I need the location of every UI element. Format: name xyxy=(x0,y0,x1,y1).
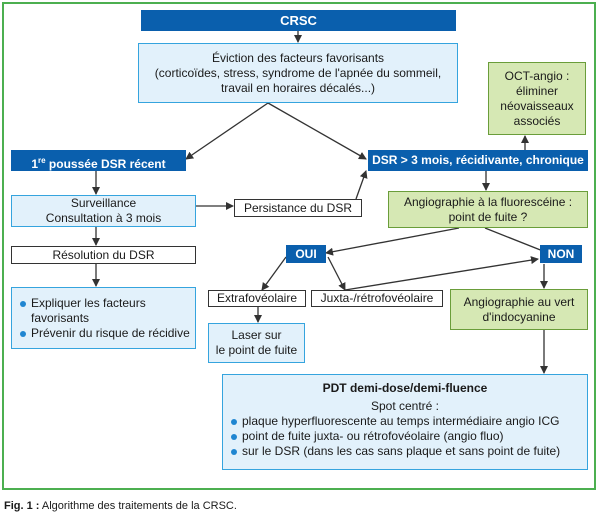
non-box: NON xyxy=(540,245,582,263)
caption-label: Fig. 1 : xyxy=(4,500,40,512)
arrow-oui-extra xyxy=(261,256,287,291)
pdt-bullet-2: point de fuite juxta- ou rétrofovéolaire… xyxy=(229,429,560,444)
extrafoveolaire-label: Extrafovéolaire xyxy=(216,291,298,305)
advice-item-prevenir: Prévenir du risque de récidive xyxy=(18,326,190,341)
arrow-fluo-non xyxy=(484,227,549,255)
pdt-box: PDT demi-dose/demi-fluence Spot centré :… xyxy=(222,374,588,470)
arrow-eviction-first xyxy=(185,102,269,160)
resolution-box: Résolution du DSR xyxy=(11,246,196,264)
advice-prevenir-label: Prévenir du risque de récidive xyxy=(31,325,190,340)
advice-expliquer-line-1: Expliquer les facteurs xyxy=(31,295,146,310)
eviction-line-1: Éviction des facteurs favorisants xyxy=(211,50,385,65)
eviction-line-2: (corticoïdes, stress, syndrome de l'apné… xyxy=(154,65,442,80)
resolution-label: Résolution du DSR xyxy=(52,247,155,262)
oct-line-4: associés xyxy=(513,113,561,128)
arrow-persistance-chronic xyxy=(355,170,368,200)
first-episode-num: 1 xyxy=(31,157,39,171)
pdt-bullet-3: sur le DSR (dans les cas sans plaque et … xyxy=(229,444,560,459)
persistance-label: Persistance du DSR xyxy=(243,200,353,215)
chronic-label: DSR > 3 mois, récidivante, chronique xyxy=(372,153,584,167)
angio-fluo-line-1: Angiographie à la fluorescéine : xyxy=(403,194,573,209)
angio-icg-line-1: Angiographie au vert xyxy=(463,294,575,309)
figure-caption: Fig. 1 : Algorithme des traitements de l… xyxy=(4,500,237,512)
chronic-box: DSR > 3 mois, récidivante, chronique xyxy=(368,150,588,171)
caption-text: Algorithme des traitements de la CRSC. xyxy=(39,500,237,512)
pdt-bullet-1: plaque hyperfluorescente au temps interm… xyxy=(229,414,560,429)
arrow-fluo-oui xyxy=(325,227,460,256)
advice-expliquer-line-2: favorisants xyxy=(31,310,90,325)
surveillance-box: Surveillance Consultation à 3 mois xyxy=(11,195,196,227)
expliquer-box: Expliquer les facteurs favorisants Préve… xyxy=(11,287,196,349)
first-episode-sup: re xyxy=(38,156,46,165)
surveillance-line-1: Surveillance xyxy=(70,196,137,210)
oui-box: OUI xyxy=(286,245,326,263)
pdt-title: PDT demi-dose/demi-fluence xyxy=(322,381,488,395)
pdt-list: plaque hyperfluorescente au temps interm… xyxy=(229,414,560,459)
crsc-box: CRSC xyxy=(141,10,456,31)
oct-angio-box: OCT-angio : éliminer néovaisseaux associ… xyxy=(488,62,586,135)
angio-fluo-line-2: point de fuite ? xyxy=(448,209,528,224)
eviction-box: Éviction des facteurs favorisants (corti… xyxy=(138,43,458,103)
arrow-oui-juxta xyxy=(327,256,346,291)
oct-line-2: éliminer xyxy=(515,83,558,98)
extrafoveolaire-box: Extrafovéolaire xyxy=(208,290,306,307)
non-label: NON xyxy=(547,246,575,261)
angio-icg-box: Angiographie au vert d'indocyanine xyxy=(450,289,588,330)
arrow-eviction-chronic xyxy=(267,102,367,160)
oui-label: OUI xyxy=(295,246,317,261)
angio-fluo-box: Angiographie à la fluorescéine : point d… xyxy=(388,191,588,228)
oct-line-3: néovaisseaux xyxy=(500,98,574,113)
diagram-frame xyxy=(2,2,596,490)
juxta-label: Juxta-/rétrofovéolaire xyxy=(320,291,434,305)
eviction-line-3: travail en horaires décalés...) xyxy=(220,80,376,95)
juxta-box: Juxta-/rétrofovéolaire xyxy=(311,290,443,307)
first-episode-rest: poussée DSR récent xyxy=(45,157,166,171)
laser-box: Laser sur le point de fuite xyxy=(208,323,305,363)
persistance-box: Persistance du DSR xyxy=(234,199,362,217)
crsc-label: CRSC xyxy=(280,13,317,28)
angio-icg-line-2: d'indocyanine xyxy=(482,309,556,324)
advice-item-expliquer: Expliquer les facteurs favorisants xyxy=(18,296,190,326)
advice-list: Expliquer les facteurs favorisants Préve… xyxy=(18,296,190,341)
laser-line-1: Laser sur xyxy=(231,328,282,342)
laser-line-2: le point de fuite xyxy=(215,343,298,357)
arrow-juxta-non xyxy=(344,256,539,291)
first-episode-box: 1re poussée DSR récent xyxy=(11,150,186,171)
surveillance-line-2: Consultation à 3 mois xyxy=(45,211,162,225)
pdt-spot: Spot centré : xyxy=(370,399,440,413)
oct-line-1: OCT-angio : xyxy=(504,68,570,83)
